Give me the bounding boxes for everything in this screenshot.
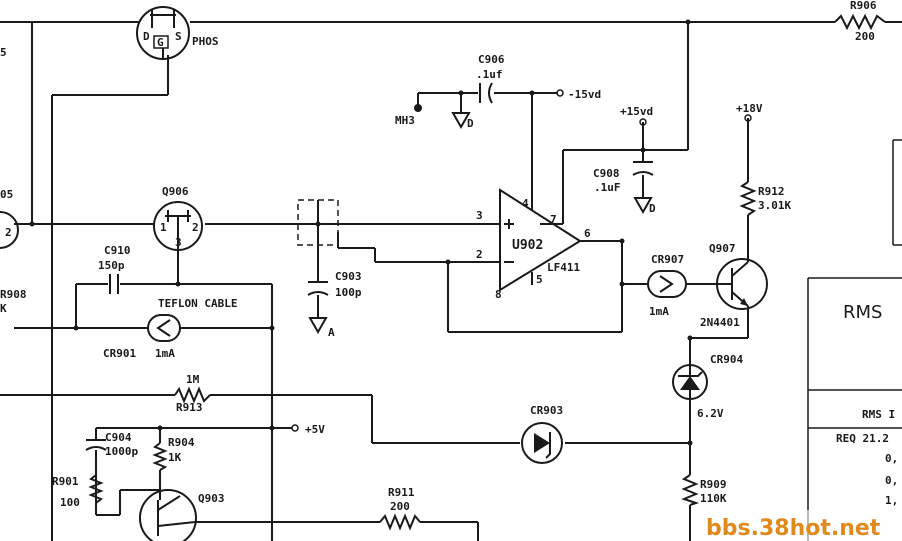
label-tbl1: 0, [885, 452, 898, 465]
label-gnd-d: D [467, 117, 474, 130]
label-r912: R912 [758, 185, 785, 198]
c903-capacitor [307, 281, 329, 335]
r901-resistor [88, 474, 104, 504]
label-r911-val: 200 [390, 500, 410, 513]
phos-mosfet [136, 6, 190, 60]
label-pin6: 6 [584, 227, 591, 240]
label-r904-val: 1K [168, 451, 182, 464]
c910-capacitor [109, 274, 119, 294]
label-r909-val: 110K [700, 492, 727, 505]
r912-resistor [739, 114, 757, 216]
c906-capacitor [414, 82, 564, 130]
label-r901-val: 100 [60, 496, 80, 509]
label-q-g: G [157, 36, 164, 49]
label-q905: 05 [0, 188, 13, 201]
label-pin5: 5 [536, 273, 543, 286]
label-pos5: +5V [305, 423, 325, 436]
r911-resistor [379, 513, 421, 531]
label-c908-val: .1uF [594, 181, 621, 194]
label-c906: C906 [478, 53, 505, 66]
u902-opamp [499, 188, 582, 292]
label-cr903: CR903 [530, 404, 563, 417]
label-pin7: 7 [550, 213, 557, 226]
label-r911: R911 [388, 486, 415, 499]
r909-resistor [681, 474, 700, 506]
q905-transistor [0, 211, 19, 249]
label-pos15: +15vd [620, 105, 653, 118]
label-left-s: 5 [0, 46, 7, 59]
label-q-d: D [143, 30, 150, 43]
label-r908: R908 [0, 288, 27, 301]
wires [0, 21, 902, 541]
label-q907-part: 2N4401 [700, 316, 740, 329]
label-lf411: LF411 [547, 261, 580, 274]
label-q906-1: 1 [160, 221, 167, 234]
label-pin4: 4 [522, 197, 529, 210]
label-r906: R906 [850, 0, 877, 12]
q903-transistor [139, 489, 197, 541]
label-gnd-a: A [328, 326, 335, 339]
label-r913: R913 [176, 401, 203, 414]
label-mh3: MH3 [395, 114, 415, 127]
label-c908: C908 [593, 167, 620, 180]
cr904-zener [672, 364, 708, 400]
c908-capacitor [632, 118, 654, 215]
watermark: bbs.38hot.net [706, 516, 881, 541]
r906-resistor [834, 13, 886, 31]
labels: 5 R906 200 PHOS D G S C906 .1uf -15vd MH… [0, 0, 898, 513]
label-q907: Q907 [709, 242, 736, 255]
label-cr904-val: 6.2V [697, 407, 724, 420]
cr901-diode [147, 314, 181, 342]
q906-transistor [153, 201, 203, 251]
r904-resistor [152, 442, 168, 471]
junction-dots [29, 19, 693, 431]
label-cr901: CR901 [103, 347, 136, 360]
label-q903: Q903 [198, 492, 225, 505]
q907-transistor [716, 258, 768, 310]
label-gnd-c908: D [649, 202, 656, 215]
c904-capacitor [85, 439, 107, 451]
label-cr907: CR907 [651, 253, 684, 266]
label-u902: U902 [512, 238, 543, 253]
label-pin3: 3 [476, 209, 483, 222]
label-phos: PHOS [192, 35, 219, 48]
label-cr904: CR904 [710, 353, 743, 366]
label-q906-3: 3 [175, 236, 182, 249]
label-q-s: S [175, 30, 182, 43]
label-r901: R901 [52, 475, 79, 488]
r913-resistor [174, 386, 211, 404]
label-q906: Q906 [162, 185, 189, 198]
label-c904: C904 [105, 431, 132, 444]
label-c903-val: 100p [335, 286, 362, 299]
cr907-diode [647, 270, 687, 298]
label-pos18: +18V [736, 102, 763, 115]
label-q905-pin: 2 [5, 226, 12, 239]
label-tbl3: 1, [885, 494, 898, 507]
label-q906-2: 2 [192, 221, 199, 234]
label-c906-val: .1uf [476, 68, 503, 81]
label-pin2: 2 [476, 248, 483, 261]
label-r912-val: 3.01K [758, 199, 791, 212]
label-cr907-val: 1mA [649, 305, 669, 318]
label-c910: C910 [104, 244, 131, 257]
label-tbl2: 0, [885, 474, 898, 487]
label-r909: R909 [700, 478, 727, 491]
label-r906-val: 200 [855, 30, 875, 43]
label-cr901-val: 1mA [155, 347, 175, 360]
label-c903: C903 [335, 270, 362, 283]
label-pin8: 8 [495, 288, 502, 301]
label-c910-val: 150p [98, 259, 125, 272]
label-rms: RMS [843, 302, 882, 323]
label-neg15: -15vd [568, 88, 601, 101]
label-teflon: TEFLON CABLE [158, 297, 237, 310]
label-c904-val: 1000p [105, 445, 138, 458]
label-r913-val: 1M [186, 373, 200, 386]
label-r908-k: K [0, 302, 7, 315]
label-req: REQ 21.2 [836, 432, 889, 445]
label-rms2: RMS I [862, 408, 895, 421]
label-r904: R904 [168, 436, 195, 449]
cr903-zener [521, 422, 693, 464]
